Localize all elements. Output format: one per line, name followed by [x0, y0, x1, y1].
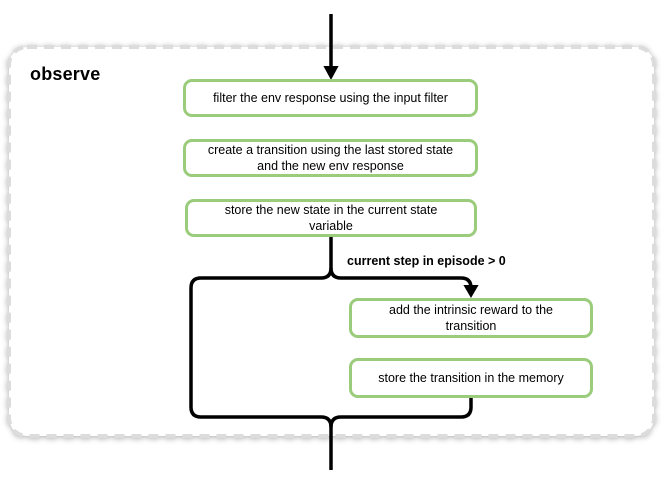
step-box-store-new-state: store the new state in the current state… [185, 199, 477, 237]
step-box-create-transition: create a transition using the last store… [183, 139, 478, 177]
group-title: observe [30, 64, 101, 84]
condition-branch-connector [329, 267, 473, 289]
incoming-arrowhead-icon [323, 66, 339, 80]
condition-branch-arrowhead-icon [463, 285, 479, 298]
step-box-store-transition: store the transition in the memory [349, 358, 593, 398]
skip-branch-connector [189, 267, 333, 428]
store-transition-merge-connector [329, 397, 473, 428]
step-box-add-intrinsic-reward: add the intrinsic reward to the transiti… [349, 298, 593, 338]
condition-label: current step in episode > 0 [347, 254, 506, 268]
step-box-filter-env-response: filter the env response using the input … [183, 79, 478, 117]
